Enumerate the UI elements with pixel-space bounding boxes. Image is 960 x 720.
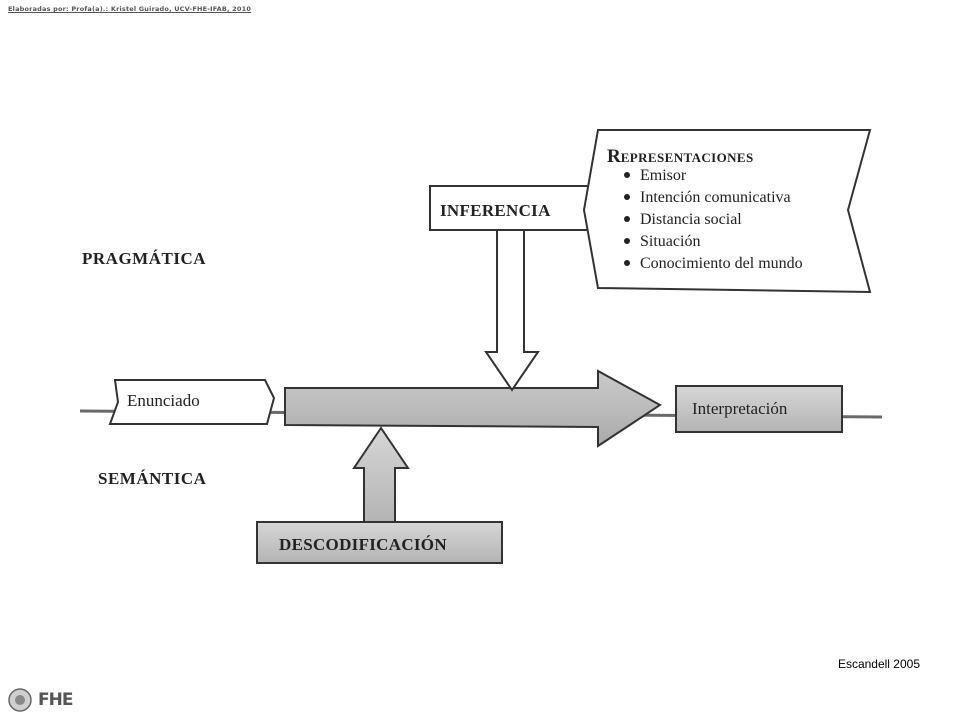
bullet-icon xyxy=(624,172,630,178)
bullet-icon xyxy=(624,260,630,266)
inference-arrow xyxy=(484,229,540,392)
output-node-label: Interpretación xyxy=(692,399,788,418)
representations-item: Emisor xyxy=(640,167,687,184)
representations-title-rest: EPRESENTACIONES xyxy=(621,150,754,165)
representations-item: Situación xyxy=(640,233,700,250)
input-node-label: Enunciado xyxy=(127,391,200,410)
decoding-node xyxy=(256,521,503,564)
faculty-logo xyxy=(8,688,32,712)
processing-arrow xyxy=(284,369,662,448)
decoding-arrow xyxy=(352,426,410,523)
representations-title-initial: R xyxy=(607,146,621,167)
logo-text: FHE xyxy=(38,690,73,710)
bullet-icon xyxy=(624,238,630,244)
bullet-icon xyxy=(624,194,630,200)
semantics-label: SEMÁNTICA xyxy=(98,469,207,488)
source-citation: Escandell 2005 xyxy=(837,657,920,671)
inference-node-label: INFERENCIA xyxy=(440,201,551,220)
credit-line: Elaboradas por: Profa(a).: Kristel Guira… xyxy=(8,5,252,13)
input-node xyxy=(108,379,276,425)
output-node xyxy=(675,385,843,433)
bullet-icon xyxy=(624,216,630,222)
representations-item: Intención comunicativa xyxy=(640,189,791,206)
representations-title: REPRESENTACIONES xyxy=(607,146,754,167)
representations-item: Conocimiento del mundo xyxy=(640,255,803,272)
decoding-node-label: DESCODIFICACIÓN xyxy=(279,535,447,554)
representations-panel xyxy=(582,129,872,294)
pragmatics-label: PRAGMÁTICA xyxy=(82,249,206,268)
representations-item: Distancia social xyxy=(640,211,742,228)
